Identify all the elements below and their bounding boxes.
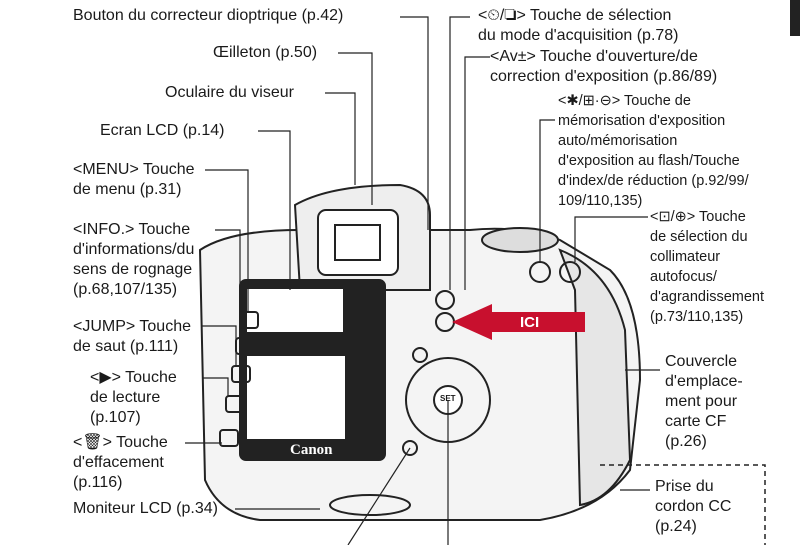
label-av: <Av±> Touche d'ouverture/de correction d'… xyxy=(490,47,717,87)
text: sens de rognage xyxy=(73,261,193,278)
page-tab-marker xyxy=(790,0,800,36)
text: <🗑> Touche xyxy=(73,434,168,451)
text: auto/mémorisation xyxy=(558,133,678,149)
label-dioptric: Bouton du correcteur dioptrique (p.42) xyxy=(73,7,344,24)
text: Prise du xyxy=(655,478,714,495)
text: d'emplace- xyxy=(665,373,743,390)
text: <Av±> Touche d'ouverture/de xyxy=(490,48,698,65)
camera-brand-logo: Canon xyxy=(290,442,333,458)
text: <⊡/⊕> Touche xyxy=(650,209,746,225)
text: de saut (p.111) xyxy=(73,338,179,355)
text: carte CF xyxy=(665,413,727,430)
label-menu: <MENU> Touche de menu (p.31) xyxy=(73,160,195,200)
label-ae-lock: <✱/⊞·⊖> Touche de mémorisation d'expositi… xyxy=(558,91,749,211)
text: d'index/de réduction (p.92/99/ xyxy=(558,173,749,189)
text: (p.24) xyxy=(655,518,697,535)
text: de menu (p.31) xyxy=(73,181,182,198)
text: 109/110,135) xyxy=(558,193,643,209)
text: (p.116) xyxy=(73,474,123,491)
text: (p.68,107/135) xyxy=(73,281,178,298)
text: du mode d'acquisition (p.78) xyxy=(478,27,679,44)
text: d'informations/du xyxy=(73,241,195,258)
text: <JUMP> Touche xyxy=(73,318,191,335)
label-lcd-screen: Ecran LCD (p.14) xyxy=(100,122,225,139)
text: <▶> Touche xyxy=(90,369,177,386)
text: <✱/⊞·⊖> Touche de xyxy=(558,93,691,109)
text: d'agrandissement xyxy=(650,289,765,305)
text: de lecture xyxy=(90,389,161,406)
text: <⏲/❏> Touche de sélection xyxy=(478,7,672,24)
set-button-label: SET xyxy=(440,394,456,403)
text: autofocus/ xyxy=(650,269,717,285)
text: (p.73/110,135) xyxy=(650,309,744,325)
text: ment pour xyxy=(665,393,738,410)
text: d'effacement xyxy=(73,454,164,471)
label-cf-cover: Couvercle d'emplace-ment pour carte CF (p.2… xyxy=(665,352,743,452)
text: d'exposition au flash/Touche xyxy=(558,153,740,169)
text: collimateur xyxy=(650,249,721,265)
label-eyepiece: Oculaire du viseur xyxy=(165,84,294,101)
text: <INFO.> Touche xyxy=(73,221,191,238)
text: cordon CC xyxy=(655,498,732,515)
text: <MENU> Touche xyxy=(73,161,195,178)
label-lcd-monitor: Moniteur LCD (p.34) xyxy=(73,500,218,517)
label-af-point: <⊡/⊕> Touche de sélection du collimateur au… xyxy=(650,207,764,327)
callout-arrow xyxy=(452,304,585,340)
text: (p.107) xyxy=(90,409,141,426)
text: mémorisation d'exposition xyxy=(558,113,726,129)
text: correction d'exposition (p.86/89) xyxy=(490,68,718,85)
label-eyecup: Œilleton (p.50) xyxy=(213,44,318,61)
label-dc-socket: Prise du cordon CC (p.24) xyxy=(655,477,731,537)
label-drive-mode: <⏲/❏> Touche de sélection du mode d'acqui… xyxy=(478,6,679,46)
text: de sélection du xyxy=(650,229,748,245)
label-playback: <▶> Touche de lecture (p.107) xyxy=(90,368,177,428)
label-jump: <JUMP> Touche de saut (p.111) xyxy=(73,317,191,357)
label-erase: <🗑> Touche d'effacement (p.116) xyxy=(73,433,168,493)
label-info: <INFO.> Touche d'informations/du sens de r… xyxy=(73,220,194,300)
callout-text: ICI xyxy=(520,314,540,331)
text: Couvercle xyxy=(665,353,738,370)
text: (p.26) xyxy=(665,433,707,450)
